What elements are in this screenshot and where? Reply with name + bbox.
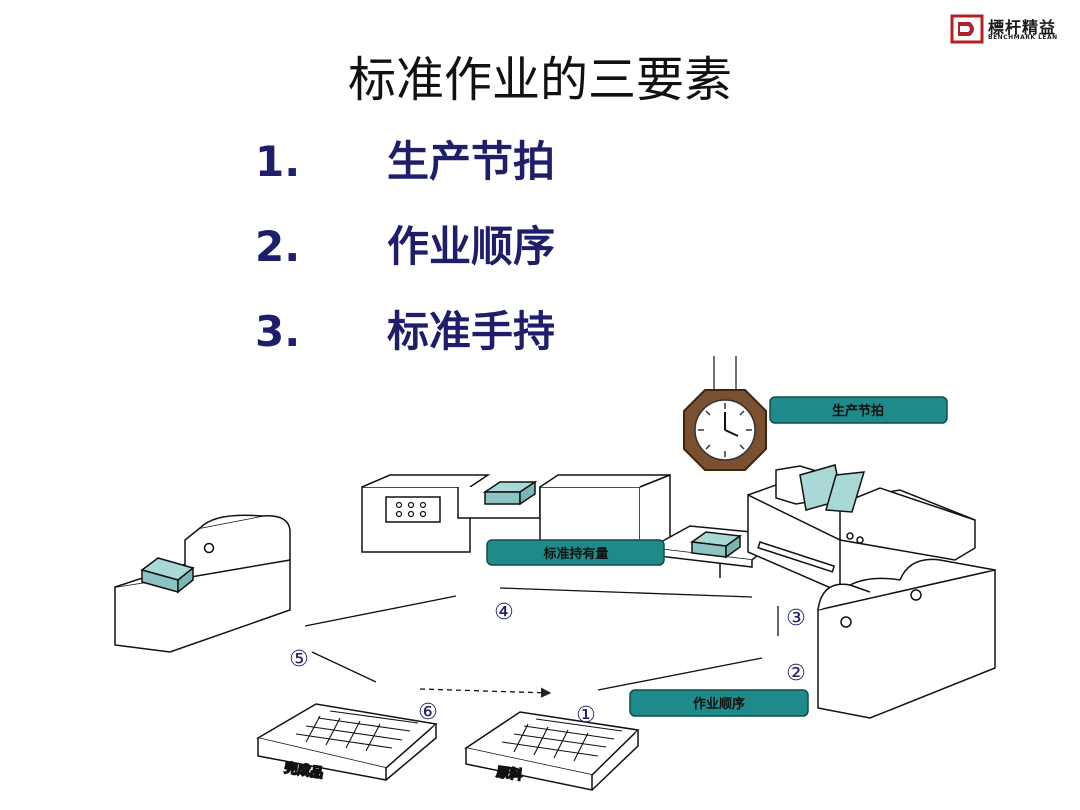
element-number: 3. xyxy=(255,307,301,356)
takt-tag-label: 生产节拍 xyxy=(832,403,884,419)
raw-material-label: 原料 xyxy=(495,764,523,783)
benchmark-lean-logo xyxy=(950,14,984,44)
finished-goods-label: 完成品 xyxy=(283,760,324,781)
step-5-marker: ⑤ xyxy=(289,647,309,672)
element-item-1: 1. 生产节拍 xyxy=(255,128,555,189)
step-1-marker: ① xyxy=(576,703,596,728)
left-machine xyxy=(114,514,291,653)
step-4-marker: ④ xyxy=(494,600,514,625)
step-2-marker: ② xyxy=(786,661,806,686)
standard-stock-tag: 标准持有量 xyxy=(486,539,665,566)
logo-name: 標杆精益 xyxy=(988,18,1057,37)
element-number: 1. xyxy=(255,137,301,186)
work-sequence-tag: 作业顺序 xyxy=(629,689,809,717)
element-number: 2. xyxy=(255,222,301,271)
slide-title: 标准作业的三要素 xyxy=(347,52,732,108)
operator-path xyxy=(304,587,779,698)
stock-tag-label: 标准持有量 xyxy=(542,546,608,562)
center-machine xyxy=(361,473,671,553)
element-label: 标准手持 xyxy=(387,307,556,356)
step-6-marker: ⑥ xyxy=(418,700,438,725)
sequence-tag-label: 作业顺序 xyxy=(693,696,745,712)
right-front-machine xyxy=(817,558,996,719)
finished-goods-tray: 完成品 xyxy=(256,703,438,782)
raw-material-tray: 原料 xyxy=(464,711,640,791)
logo-subtitle: BENCHMARK LEAN xyxy=(988,34,1058,41)
step-3-marker: ③ xyxy=(786,606,806,631)
element-label: 生产节拍 xyxy=(387,137,556,186)
clock-icon xyxy=(683,356,767,471)
element-item-2: 2. 作业顺序 xyxy=(255,213,555,274)
element-label: 作业顺序 xyxy=(387,222,556,271)
right-press-machine xyxy=(747,464,976,594)
takt-time-tag: 生产节拍 xyxy=(769,396,948,424)
element-item-3: 3. 标准手持 xyxy=(255,298,555,359)
